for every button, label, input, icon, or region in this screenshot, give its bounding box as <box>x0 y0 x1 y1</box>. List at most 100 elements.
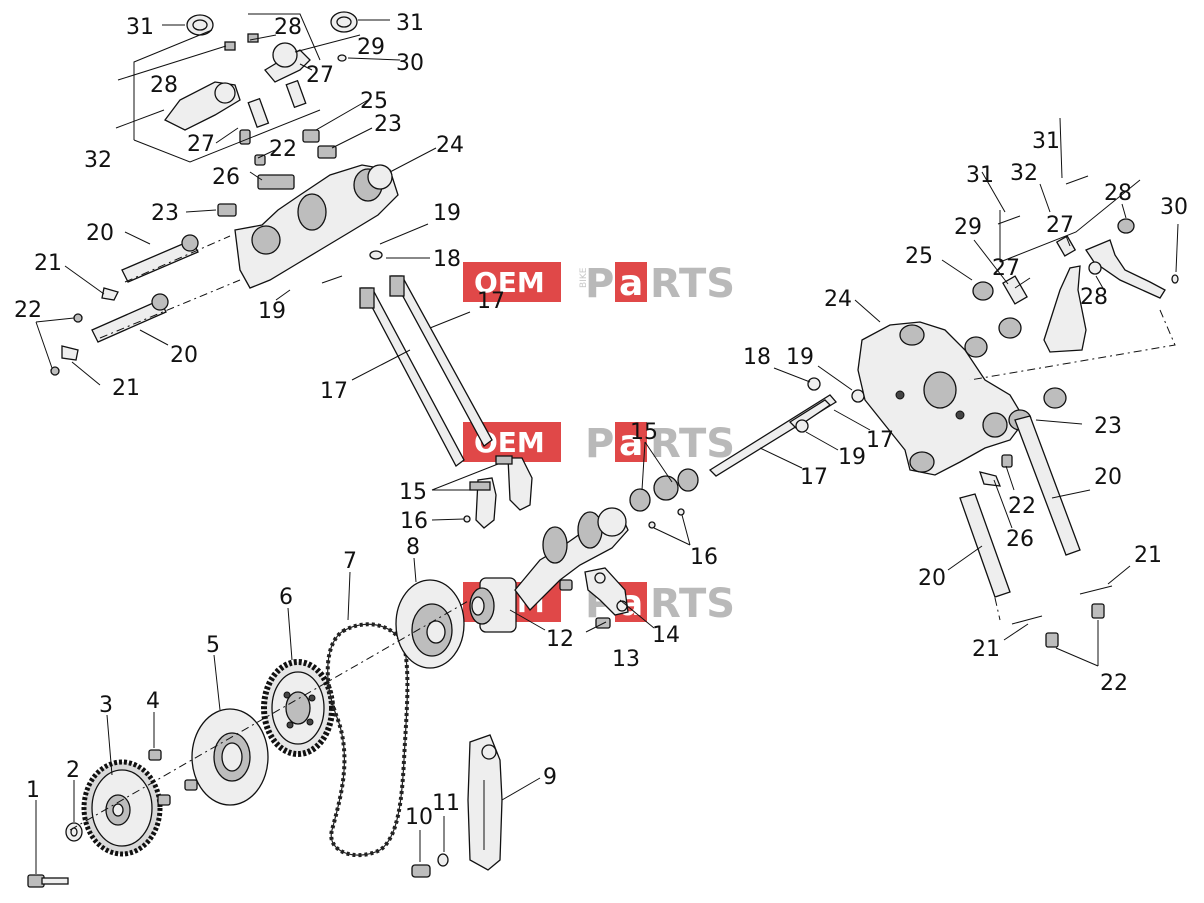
label-25-left: 25 <box>360 89 388 114</box>
label-28-c: 28 <box>1104 181 1132 206</box>
label-14: 14 <box>652 623 680 648</box>
part-3-gear <box>81 759 163 857</box>
watermark-parts-p: P <box>585 261 614 307</box>
part-12-camshaft <box>469 507 629 633</box>
label-23-a: 23 <box>151 201 179 226</box>
label-29-right: 29 <box>954 215 982 240</box>
label-27-a: 27 <box>306 63 334 88</box>
kit-32-outline-right <box>997 175 1141 263</box>
label-31-c: 31 <box>1032 129 1060 154</box>
watermark-parts-rts: RTS <box>650 421 735 467</box>
label-21-d: 21 <box>972 637 1000 662</box>
label-12: 12 <box>546 627 574 652</box>
part-1-bolt <box>27 874 69 888</box>
label-22-a: 22 <box>14 298 42 323</box>
part-9-chain-guide <box>467 734 503 871</box>
watermark-parts-a: a <box>619 423 643 464</box>
label-2: 2 <box>66 758 80 783</box>
part-21-clips-left <box>61 287 119 361</box>
watermark-parts-rts: RTS <box>650 261 735 307</box>
part-25-nut-right <box>972 281 994 301</box>
label-20-c: 20 <box>1094 465 1122 490</box>
label-17-b: 17 <box>320 379 348 404</box>
label-4: 4 <box>146 689 160 714</box>
label-18-right: 18 <box>743 345 771 370</box>
label-9: 9 <box>543 765 557 790</box>
label-28-b: 28 <box>150 73 178 98</box>
label-16-right: 16 <box>690 545 718 570</box>
label-28-a: 28 <box>274 15 302 40</box>
label-5: 5 <box>206 633 220 658</box>
rocker-arms-left <box>164 33 347 131</box>
label-7: 7 <box>343 549 357 574</box>
part-8-pulley <box>395 579 465 669</box>
part-20-shafts-right <box>959 415 1081 598</box>
label-20-b: 20 <box>170 343 198 368</box>
part-25-nut-left <box>302 129 320 143</box>
label-27-d: 27 <box>992 256 1020 281</box>
label-22-b: 22 <box>269 137 297 162</box>
watermark-parts-p: P <box>585 421 614 467</box>
label-32-right: 32 <box>1010 161 1038 186</box>
part-31-washers-left <box>186 11 358 36</box>
label-6: 6 <box>279 585 293 610</box>
dashed-axis-lines <box>69 235 1176 831</box>
label-29-left: 29 <box>357 35 385 60</box>
watermark-oem-text: OEM <box>474 266 545 299</box>
label-19-d: 19 <box>838 445 866 470</box>
part-18-19-rings-left <box>321 223 429 284</box>
label-24-right: 24 <box>824 287 852 312</box>
label-25-right: 25 <box>905 244 933 269</box>
label-26-left: 26 <box>212 165 240 190</box>
part-4-screws <box>148 749 198 806</box>
label-19-b: 19 <box>258 299 286 324</box>
label-23-b: 23 <box>374 112 402 137</box>
part-16-pins-right <box>648 508 685 529</box>
watermark-top: OEM BIKE P a RTS <box>463 261 735 307</box>
leader-lines <box>35 19 1179 874</box>
label-16-left: 16 <box>400 509 428 534</box>
label-21-b: 21 <box>112 376 140 401</box>
watermark-parts-rts: RTS <box>650 581 735 627</box>
part-22-screws-left <box>50 313 83 376</box>
label-21-c: 21 <box>1134 543 1162 568</box>
part-14-bracket <box>584 567 629 616</box>
label-22-d: 22 <box>1100 671 1128 696</box>
label-22-c: 22 <box>1008 494 1036 519</box>
label-20-d: 20 <box>918 566 946 591</box>
part-6-sprocket <box>261 659 335 757</box>
label-17-d: 17 <box>800 465 828 490</box>
label-27-b: 27 <box>187 132 215 157</box>
part-21-pins-right <box>1011 585 1113 625</box>
kit-32-outline-left <box>133 13 321 163</box>
part-10-bolt <box>411 864 431 878</box>
label-30-left: 30 <box>396 51 424 76</box>
label-24-left: 24 <box>436 133 464 158</box>
label-26-right: 26 <box>1006 527 1034 552</box>
label-19-a: 19 <box>433 201 461 226</box>
label-17-c: 17 <box>866 428 894 453</box>
watermark-parts-a: a <box>619 263 643 304</box>
part-number-labels: 1 2 3 4 5 6 7 8 9 10 11 12 13 14 15 15 1… <box>14 11 1188 830</box>
part-23-nuts-left <box>217 145 337 217</box>
label-3: 3 <box>99 693 113 718</box>
watermark-bike-text: BIKE <box>579 267 589 288</box>
label-32-left: 32 <box>84 148 112 173</box>
label-20-a: 20 <box>86 221 114 246</box>
label-28-d: 28 <box>1080 285 1108 310</box>
label-8: 8 <box>406 535 420 560</box>
part-2-washer <box>65 822 83 842</box>
part-22-screws-right <box>1001 454 1105 648</box>
label-21-a: 21 <box>34 251 62 276</box>
label-10: 10 <box>405 805 433 830</box>
part-15-tappets-right <box>629 468 699 512</box>
label-30-right: 30 <box>1160 195 1188 220</box>
part-5-plate <box>191 708 269 806</box>
label-15-right: 15 <box>630 420 658 445</box>
label-15-left: 15 <box>399 480 427 505</box>
label-31-d: 31 <box>966 163 994 188</box>
label-31-a: 31 <box>126 15 154 40</box>
label-11: 11 <box>432 791 460 816</box>
part-20-shafts-left <box>91 234 199 343</box>
